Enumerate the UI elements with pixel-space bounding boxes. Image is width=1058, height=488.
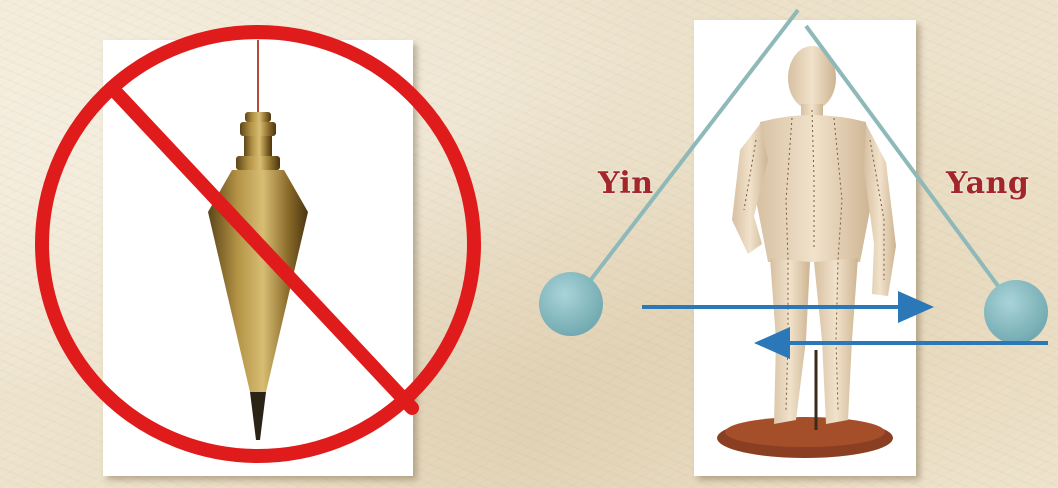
yang-pendulum-ball-icon bbox=[984, 280, 1048, 344]
yin-pendulum-ball-icon bbox=[539, 272, 603, 336]
acupuncture-figure-icon bbox=[717, 46, 896, 458]
yang-label: Yang bbox=[946, 166, 1029, 201]
yin-label: Yin bbox=[598, 166, 654, 201]
